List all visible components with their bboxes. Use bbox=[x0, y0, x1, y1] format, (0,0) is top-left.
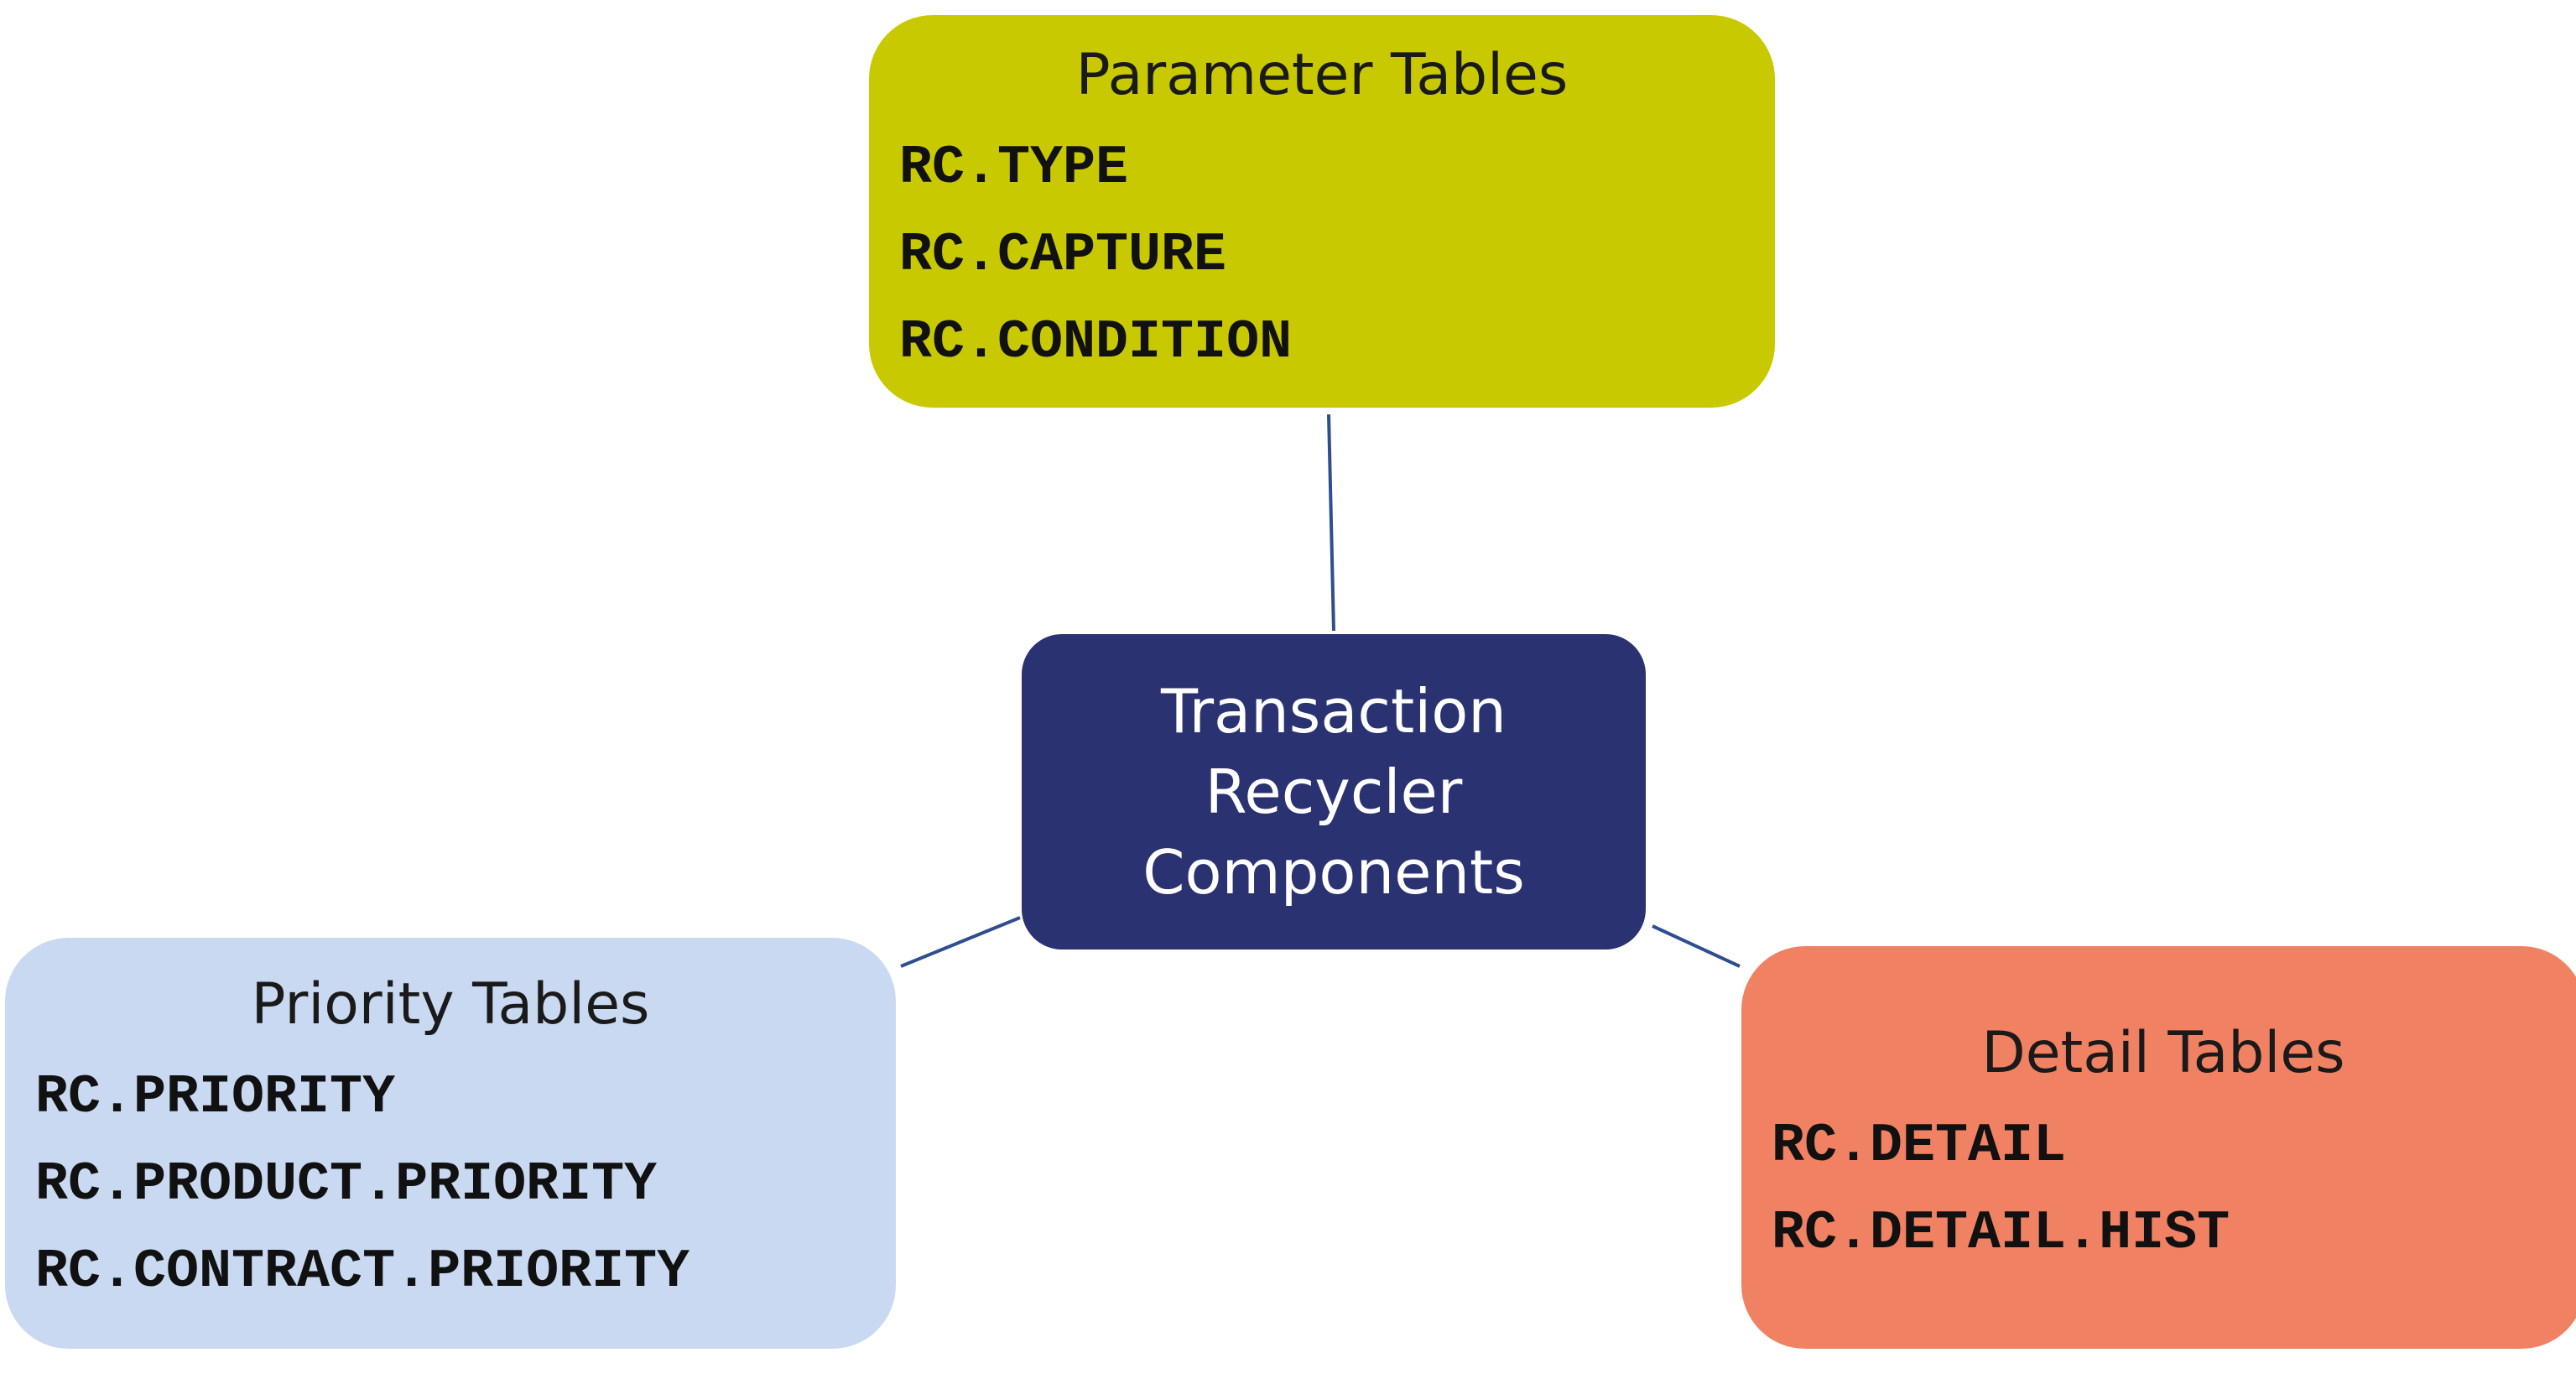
table-item-rc-condition: RC.CONDITION bbox=[899, 311, 1293, 373]
table-item-rc-priority: RC.PRIORITY bbox=[35, 1066, 396, 1128]
table-item-rc-detail-hist: RC.DETAIL.HIST bbox=[1772, 1202, 2230, 1264]
table-item-rc-product-priority: RC.PRODUCT.PRIORITY bbox=[35, 1153, 658, 1215]
connector-center-to-detail bbox=[1652, 924, 1741, 968]
parameter-tables-title: Parameter Tables bbox=[1075, 42, 1569, 108]
table-item-rc-capture: RC.CAPTURE bbox=[899, 224, 1227, 286]
table-item-rc-type: RC.TYPE bbox=[899, 137, 1129, 199]
table-item-rc-contract-priority: RC.CONTRACT.PRIORITY bbox=[35, 1241, 690, 1303]
parameter-tables-list: RC.TYPE RC.CAPTURE RC.CONDITION bbox=[899, 124, 1775, 386]
table-item-rc-detail: RC.DETAIL bbox=[1772, 1115, 2067, 1177]
detail-tables-title: Detail Tables bbox=[1981, 1020, 2345, 1086]
priority-tables-list: RC.PRIORITY RC.PRODUCT.PRIORITY RC.CONTR… bbox=[35, 1054, 896, 1315]
detail-tables-list: RC.DETAIL RC.DETAIL.HIST bbox=[1772, 1102, 2576, 1277]
parameter-tables-node: Parameter Tables RC.TYPE RC.CAPTURE RC.C… bbox=[869, 15, 1775, 408]
transaction-recycler-components-node: Transaction Recycler Components bbox=[1022, 634, 1646, 950]
detail-tables-node: Detail Tables RC.DETAIL RC.DETAIL.HIST bbox=[1741, 946, 2576, 1349]
center-node-title: Transaction Recycler Components bbox=[1142, 676, 1525, 908]
priority-tables-node: Priority Tables RC.PRIORITY RC.PRODUCT.P… bbox=[5, 938, 896, 1349]
priority-tables-title: Priority Tables bbox=[251, 971, 650, 1038]
connector-center-to-priority bbox=[900, 916, 1021, 968]
connector-center-to-parameter bbox=[1327, 414, 1335, 632]
